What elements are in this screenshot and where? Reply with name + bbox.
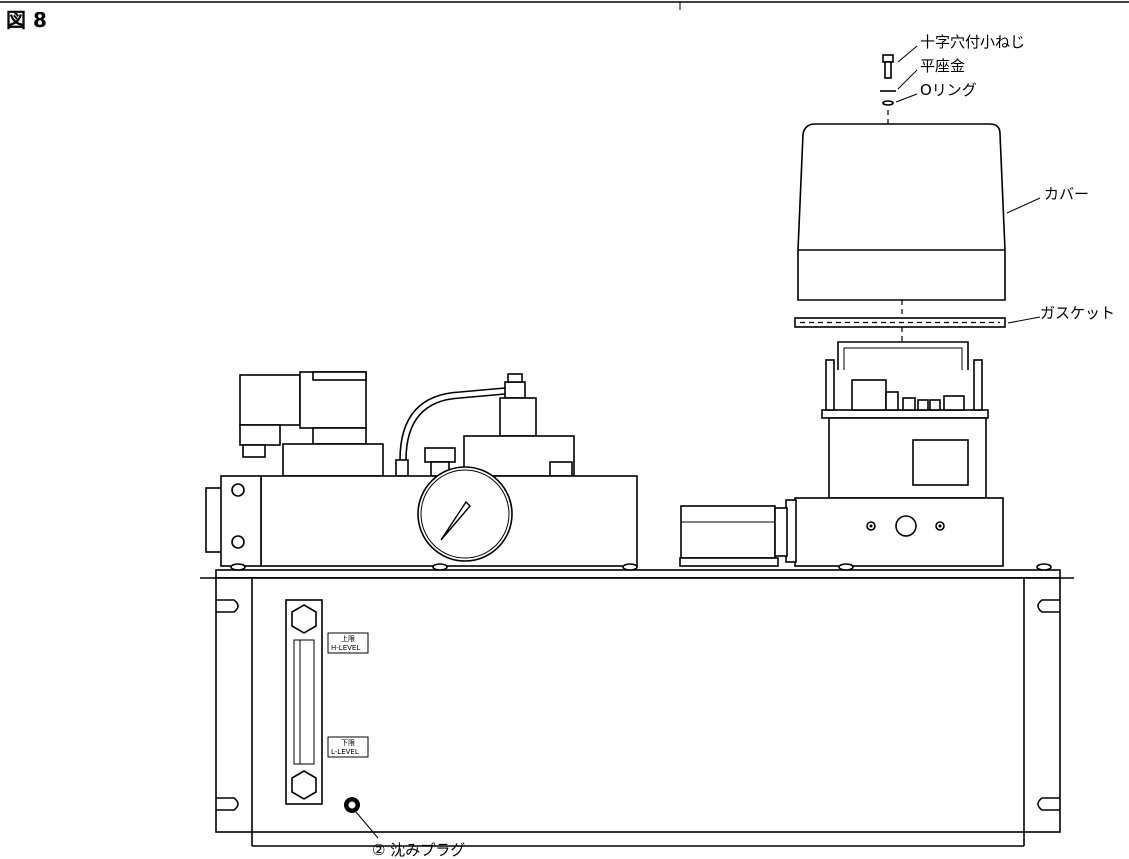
right-manifold-block bbox=[785, 497, 1004, 567]
cover-leader bbox=[1006, 197, 1041, 214]
manifold-end-cap bbox=[205, 487, 223, 553]
mount-slot-right-bottom bbox=[1037, 797, 1060, 811]
solenoid-nut bbox=[242, 444, 266, 458]
board-component-1 bbox=[885, 391, 899, 411]
controller-window bbox=[912, 439, 969, 486]
screw-leader bbox=[897, 45, 918, 63]
gasket-label: ガスケット bbox=[1040, 304, 1115, 322]
solenoid-connector bbox=[239, 374, 301, 426]
board-base bbox=[821, 409, 989, 419]
motor-coupling bbox=[774, 507, 788, 557]
gauge-needle bbox=[440, 500, 471, 541]
plate-bolt-3 bbox=[622, 563, 638, 571]
solenoid-valve bbox=[239, 371, 384, 477]
upper-level-jp: 上限 bbox=[341, 634, 355, 643]
mount-slot-left-bottom bbox=[216, 797, 239, 811]
end-bolt-top bbox=[231, 483, 245, 497]
screw-shank bbox=[884, 61, 892, 79]
board-bracket-inner bbox=[843, 347, 963, 370]
pipe-fitting-top bbox=[504, 381, 526, 399]
mount-slot-left-top bbox=[216, 599, 239, 613]
gasket-part bbox=[794, 317, 1006, 328]
gasket-leader bbox=[1007, 316, 1041, 324]
level-gauge-bolt-top bbox=[291, 604, 317, 634]
drain-plug-label: ② 沈みプラグ bbox=[372, 841, 465, 859]
board-component-4 bbox=[929, 399, 941, 411]
mount-slot-right-top bbox=[1037, 599, 1060, 613]
figure-number: 図 8 bbox=[6, 8, 47, 32]
screw-part bbox=[882, 54, 894, 79]
pipe-fitting-cap bbox=[507, 373, 523, 383]
board-relay bbox=[851, 379, 887, 411]
pipe-fitting-bottom bbox=[395, 459, 409, 477]
lower-level-tag-box bbox=[327, 736, 369, 758]
pressure-gauge bbox=[417, 466, 513, 562]
gauge-bezel bbox=[420, 469, 510, 559]
level-gauge-window bbox=[293, 639, 315, 765]
plate-bolt-5 bbox=[1036, 563, 1052, 571]
oring-label: Oリング bbox=[920, 81, 977, 99]
washer-leader bbox=[897, 69, 918, 90]
lower-level-tag: 下限 L-LEVEL bbox=[327, 736, 369, 758]
oring-leader bbox=[895, 93, 918, 103]
upper-level-tag: 上限 H-LEVEL bbox=[327, 632, 369, 654]
level-gauge-frame bbox=[285, 599, 323, 805]
board-component-5 bbox=[943, 395, 965, 411]
end-bolt-bottom bbox=[231, 535, 245, 549]
port-hole bbox=[895, 515, 917, 537]
pressure-regulator bbox=[395, 373, 575, 477]
screw-label: 十字穴付小ねじ bbox=[920, 33, 1025, 51]
oil-tank bbox=[215, 577, 1061, 833]
solenoid-coil bbox=[299, 371, 367, 429]
gauge-connector bbox=[424, 447, 456, 463]
oil-level-gauge bbox=[285, 599, 323, 805]
plate-bolt-4 bbox=[838, 563, 854, 571]
board-component-3 bbox=[917, 399, 929, 411]
upper-level-en: H-LEVEL bbox=[331, 644, 360, 652]
bolt-hole-left-dot bbox=[869, 524, 873, 528]
valve-base bbox=[282, 443, 384, 477]
motor-foot bbox=[679, 557, 779, 567]
cover-label: カバー bbox=[1044, 185, 1089, 203]
cover-body bbox=[797, 123, 1006, 301]
cover-part bbox=[797, 123, 1006, 301]
motor-body bbox=[680, 505, 776, 559]
board-bracket bbox=[837, 341, 969, 370]
bolt-hole-right-dot bbox=[938, 524, 942, 528]
pipe-inner bbox=[405, 393, 506, 461]
solenoid-cap bbox=[312, 371, 367, 381]
lower-level-jp: 下限 bbox=[341, 738, 355, 747]
regulator-upper bbox=[499, 397, 537, 437]
gauge-face bbox=[417, 466, 513, 562]
washer-label: 平座金 bbox=[920, 57, 965, 75]
pipe-outer bbox=[399, 387, 506, 461]
upper-level-tag-box bbox=[327, 632, 369, 654]
tank-front-panel bbox=[215, 577, 1061, 833]
level-gauge-bolt-bottom bbox=[291, 770, 317, 800]
board-post-left bbox=[825, 359, 835, 411]
plate-bolt-1 bbox=[230, 563, 246, 571]
control-board-assembly bbox=[821, 341, 989, 499]
drain-plug-inner bbox=[348, 801, 356, 809]
lower-level-en: L-LEVEL bbox=[331, 748, 359, 756]
drain-plug-leader bbox=[355, 811, 379, 839]
oring-part bbox=[882, 100, 894, 106]
drain-plug bbox=[344, 797, 360, 813]
pump-motor-assembly bbox=[679, 505, 788, 567]
screw-head bbox=[882, 54, 894, 63]
solenoid-cable-gland bbox=[239, 424, 281, 446]
board-component-2 bbox=[902, 397, 916, 411]
plate-bolt-2 bbox=[432, 563, 448, 571]
solenoid-body bbox=[312, 427, 367, 445]
top-plate-body bbox=[215, 569, 1061, 579]
board-post-right bbox=[973, 359, 983, 411]
regulator-side-fitting bbox=[549, 461, 573, 477]
